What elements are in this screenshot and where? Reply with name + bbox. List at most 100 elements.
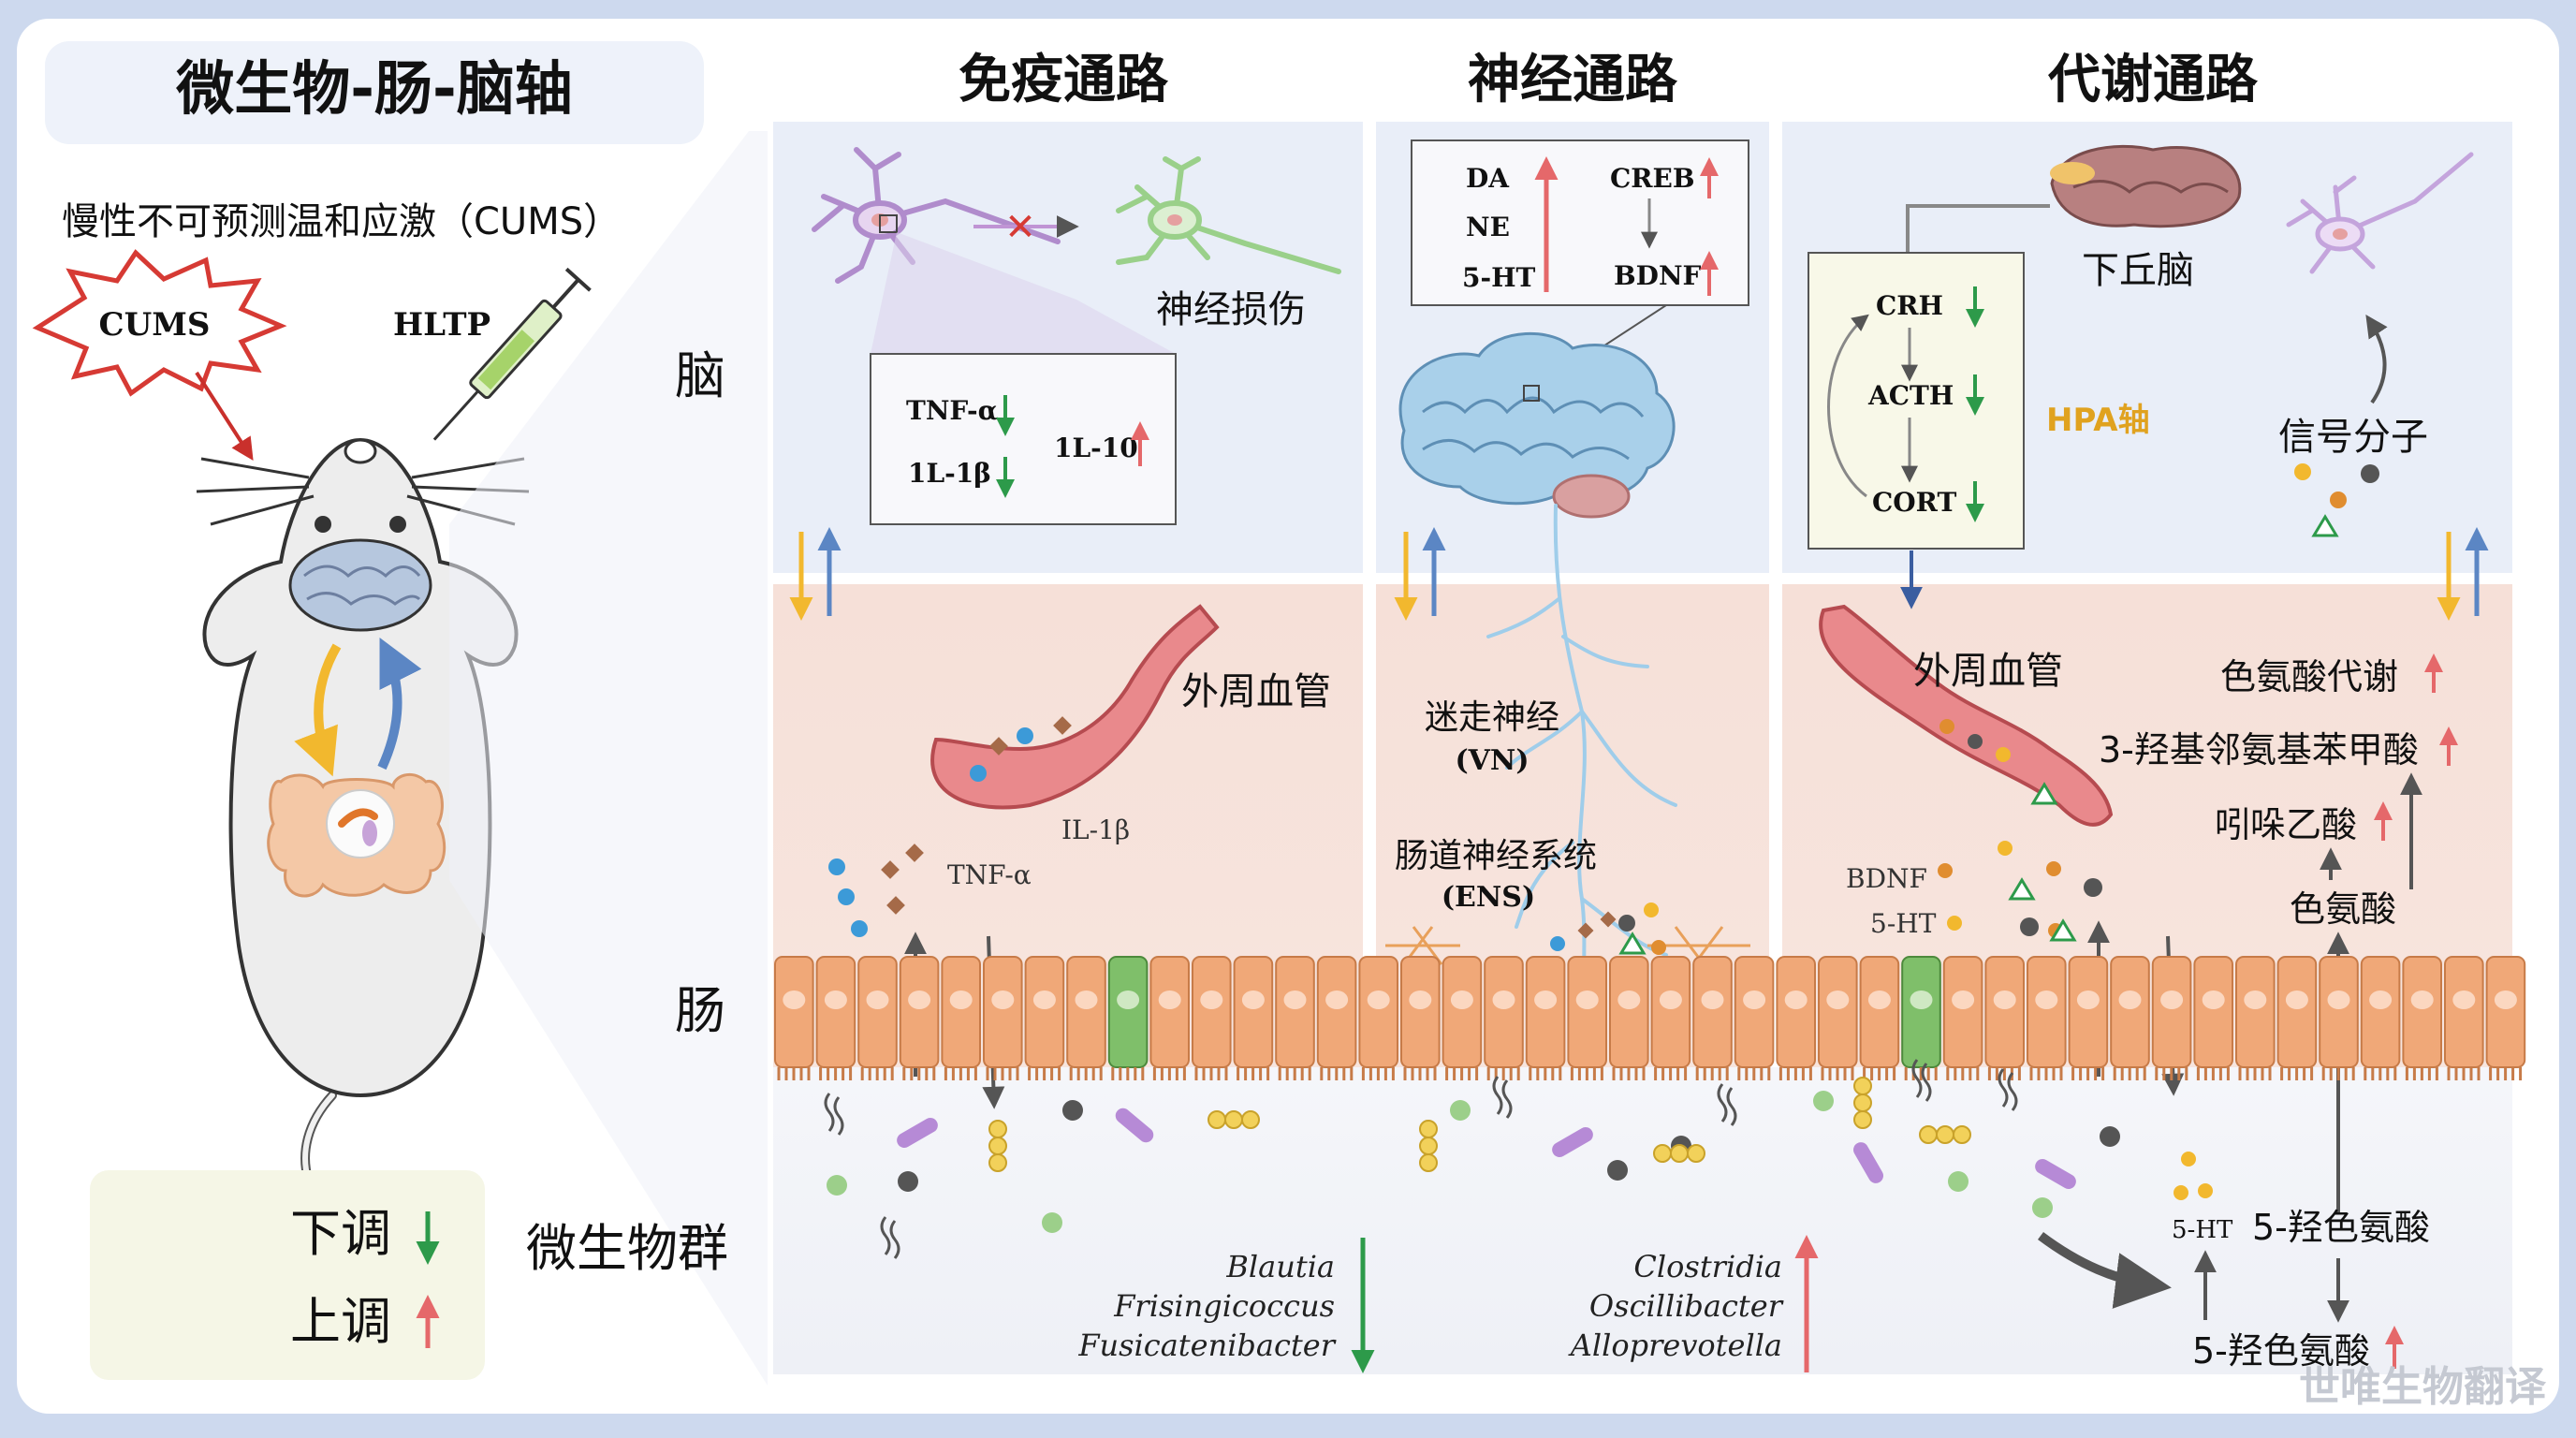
ens-abbr: (ENS) <box>1442 881 1535 914</box>
cell-nucleus <box>1032 990 1056 1009</box>
streptococcus-icon <box>1419 1120 1438 1172</box>
bacteria-down-1: Blautia <box>1225 1249 1335 1284</box>
microvilli <box>1821 1067 1854 1080</box>
epithelial-cell <box>983 956 1023 1068</box>
epithelial-cell <box>1692 956 1733 1068</box>
pathway-trp: 色氨酸 <box>2290 888 2396 930</box>
cell-nucleus <box>2160 990 2184 1009</box>
brain-icon <box>1398 332 1676 519</box>
epithelial-cell <box>2068 956 2109 1068</box>
streptococcus-icon <box>1919 1125 1971 1144</box>
cell-nucleus <box>1952 990 1975 1009</box>
coccus-bacterium-icon <box>1813 1091 1834 1111</box>
cell-nucleus <box>2327 990 2350 1009</box>
transmitter-5ht: 5-HT <box>1462 262 1536 293</box>
hpa-axis-label: HPA轴 <box>2046 402 2150 439</box>
epithelial-cell <box>815 956 856 1068</box>
metabolic-vessel-icon <box>1819 604 2114 827</box>
microvilli <box>2196 1067 2230 1080</box>
cell-nucleus <box>1575 990 1599 1009</box>
cell-nucleus <box>2035 990 2058 1009</box>
column-title-neural: 神经通路 <box>1468 50 1678 110</box>
coccus-bacterium-icon <box>2032 1197 2053 1218</box>
cell-nucleus <box>1659 990 1682 1009</box>
microvilli <box>1361 1067 1395 1080</box>
epithelial-cell <box>1275 956 1315 1068</box>
epithelial-cell <box>941 956 982 1068</box>
hpa-crh: CRH <box>1876 290 1943 321</box>
spirochete-icon <box>880 1216 900 1259</box>
epithelial-cell <box>1942 956 1983 1068</box>
cell-nucleus <box>1325 990 1349 1009</box>
cell-nucleus <box>1617 990 1641 1009</box>
epithelial-cell <box>1066 956 1106 1068</box>
signal-up-arrow <box>2365 315 2388 404</box>
microvilli <box>1445 1067 1479 1080</box>
microvilli <box>902 1067 936 1080</box>
epithelial-cell <box>2027 956 2067 1068</box>
spirochete-icon <box>1911 1059 1932 1102</box>
epithelial-cell <box>1442 956 1483 1068</box>
microvilli <box>2238 1067 2272 1080</box>
microvilli <box>2405 1067 2438 1080</box>
cell-nucleus <box>1784 990 1808 1009</box>
gut-bdnf-label: BDNF <box>1846 863 1927 894</box>
coccus-bacterium-icon <box>1607 1160 1628 1181</box>
hpa-acth: ACTH <box>1867 380 1954 411</box>
epithelial-cell <box>1818 956 1858 1068</box>
legend-down-label: 下调 <box>290 1204 391 1263</box>
cell-nucleus <box>1534 990 1558 1009</box>
syringe-icon <box>432 267 592 441</box>
spirochete-icon <box>1717 1083 1737 1126</box>
block-x-icon: ✕ <box>1004 206 1036 249</box>
hpa-box <box>1808 252 2025 550</box>
cell-nucleus <box>1283 990 1307 1009</box>
epithelial-cell <box>2444 956 2484 1068</box>
gut-5ht-product: 5-HT <box>2172 1216 2233 1244</box>
cell-nucleus <box>1158 990 1181 1009</box>
zoom-wedge <box>449 131 768 1386</box>
microvilli <box>1737 1067 1771 1080</box>
feedback-arrow <box>1827 314 1869 498</box>
microvilli <box>2280 1067 2314 1080</box>
cell-nucleus <box>1993 990 2016 1009</box>
row-label-gut: 肠 <box>675 981 725 1040</box>
microvilli <box>819 1067 853 1080</box>
vagus-abbr: (VN) <box>1455 744 1529 777</box>
cell-nucleus <box>2285 990 2308 1009</box>
column-title-metabolic: 代谢通路 <box>2047 50 2259 110</box>
transmitter-ne: NE <box>1466 212 1510 242</box>
cell-nucleus <box>1867 990 1891 1009</box>
cell-nucleus <box>2494 990 2517 1009</box>
epithelial-cell <box>1400 956 1441 1068</box>
hypothalamus-label: 下丘脑 <box>2082 249 2194 292</box>
microvilli <box>1028 1067 1061 1080</box>
epithelial-cell <box>2360 956 2401 1068</box>
epithelial-cell <box>1859 956 1900 1068</box>
spirochete-icon <box>1492 1076 1513 1119</box>
epithelial-cell <box>2151 956 2192 1068</box>
microvilli <box>1863 1067 1896 1080</box>
hltp-label: HLTP <box>393 306 490 344</box>
microvilli <box>1695 1067 1729 1080</box>
spirochete-icon <box>1998 1068 2018 1111</box>
microvilli <box>1529 1067 1562 1080</box>
rod-bacterium-icon <box>1552 1127 1593 1157</box>
epithelial-cell <box>899 956 940 1068</box>
microvilli <box>1403 1067 1437 1080</box>
cell-nucleus <box>949 990 973 1009</box>
signal-neuron-icon <box>2286 152 2474 274</box>
coccus-bacterium-icon <box>1948 1171 1969 1192</box>
mouse-brain-icon <box>288 538 432 632</box>
main-title: 微生物-肠-脑轴 <box>175 54 572 123</box>
cell-nucleus <box>1701 990 1724 1009</box>
epithelial-cell <box>1734 956 1775 1068</box>
vagus-label: 迷走神经 <box>1425 698 1559 737</box>
pathway-trp-metabolism: 色氨酸代谢 <box>2220 656 2398 697</box>
microvilli <box>1111 1067 1145 1080</box>
cell-nucleus <box>1075 990 1098 1009</box>
cell-nucleus <box>2369 990 2393 1009</box>
cell-nucleus <box>1450 990 1473 1009</box>
row-label-brain: 脑 <box>675 346 725 405</box>
epithelial-cell <box>774 956 814 1068</box>
